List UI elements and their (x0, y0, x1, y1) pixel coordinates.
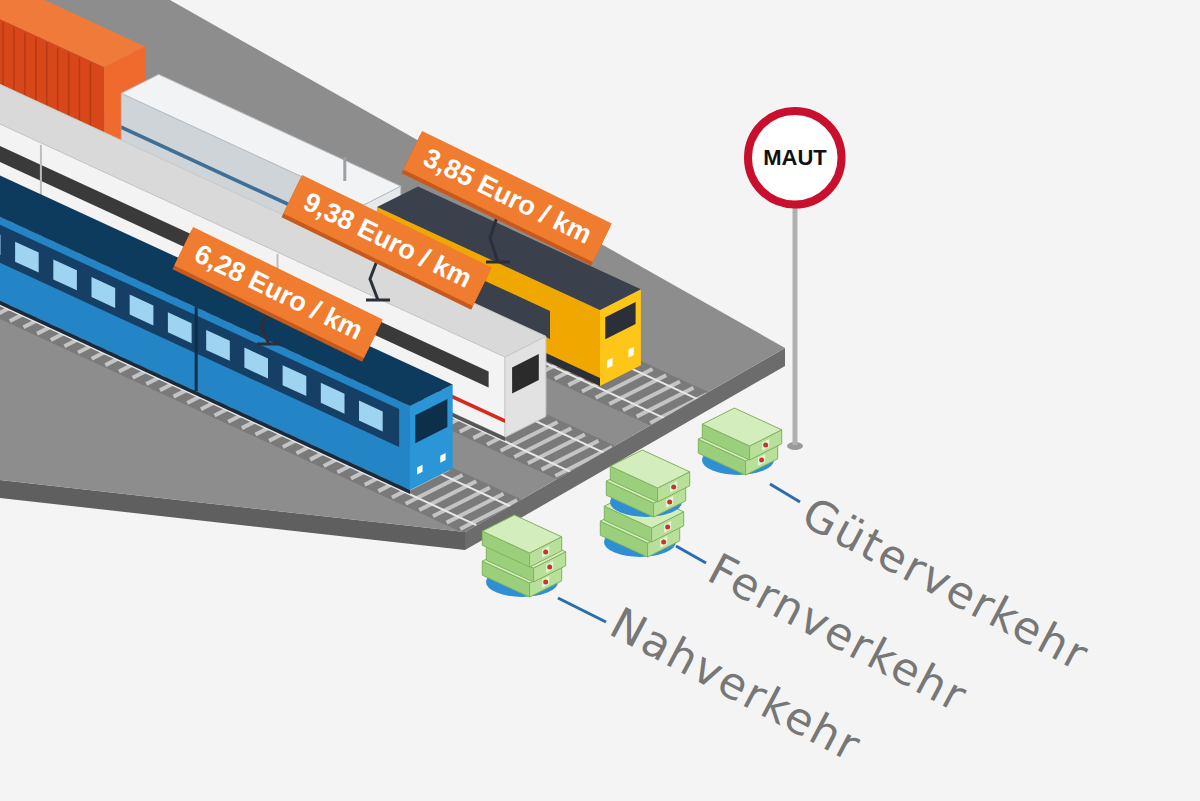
sign-pole (793, 190, 798, 445)
bundle-band (542, 576, 549, 588)
bundle-band (542, 546, 549, 558)
tank-ladder (343, 157, 346, 181)
regional-train (0, 48, 453, 494)
regional-upper (0, 78, 399, 447)
regional-window (15, 242, 39, 273)
flag-dot (547, 564, 552, 569)
flag-dot (667, 499, 672, 504)
regional-window (359, 401, 383, 432)
bundle-band (666, 496, 673, 508)
car-joint (195, 307, 198, 391)
flag-dot (661, 539, 666, 544)
regional-window (53, 259, 77, 290)
flag-dot (665, 524, 670, 529)
leader-line (676, 546, 706, 563)
flag-dot (671, 484, 676, 489)
bundle-band (660, 536, 667, 548)
toll-sign: MAUT (743, 106, 847, 210)
flag-dot (759, 457, 764, 462)
banknote-bundle-top (482, 515, 561, 553)
tracks (0, 0, 715, 533)
pantograph (486, 214, 510, 262)
bundle-band (758, 454, 765, 466)
regional-window (0, 224, 1, 255)
regional-windscreen (415, 399, 447, 443)
bundle-band (670, 481, 677, 493)
banknote-bundle-top (702, 408, 781, 446)
bundle-band (664, 521, 671, 533)
regional-side (0, 70, 410, 490)
ice-windscreen (512, 354, 539, 394)
regional-window (244, 348, 268, 379)
regional-window (168, 312, 192, 343)
regional-window (283, 365, 307, 396)
banknote-bundle-top (610, 450, 689, 488)
regional-window (206, 330, 230, 361)
regional-lamp (417, 465, 422, 475)
sign-ring (748, 111, 842, 205)
sleeper (650, 394, 707, 423)
regional-lamp (440, 453, 445, 463)
flag-dot (763, 442, 768, 447)
regional-window (321, 383, 345, 414)
flag-dot (543, 549, 548, 554)
regional-window (130, 295, 154, 326)
regional-window (92, 277, 116, 308)
bundle-band (762, 439, 769, 451)
track-bed (0, 0, 525, 533)
container-top (0, 0, 145, 67)
leader-line (770, 484, 800, 502)
loco-lamp (607, 358, 612, 369)
leader-line (558, 598, 606, 622)
flag-dot (543, 579, 548, 584)
loco-window (605, 302, 635, 339)
loco-lamp (629, 347, 634, 358)
bundle-band (546, 561, 553, 573)
sign-text: MAUT (763, 145, 827, 171)
